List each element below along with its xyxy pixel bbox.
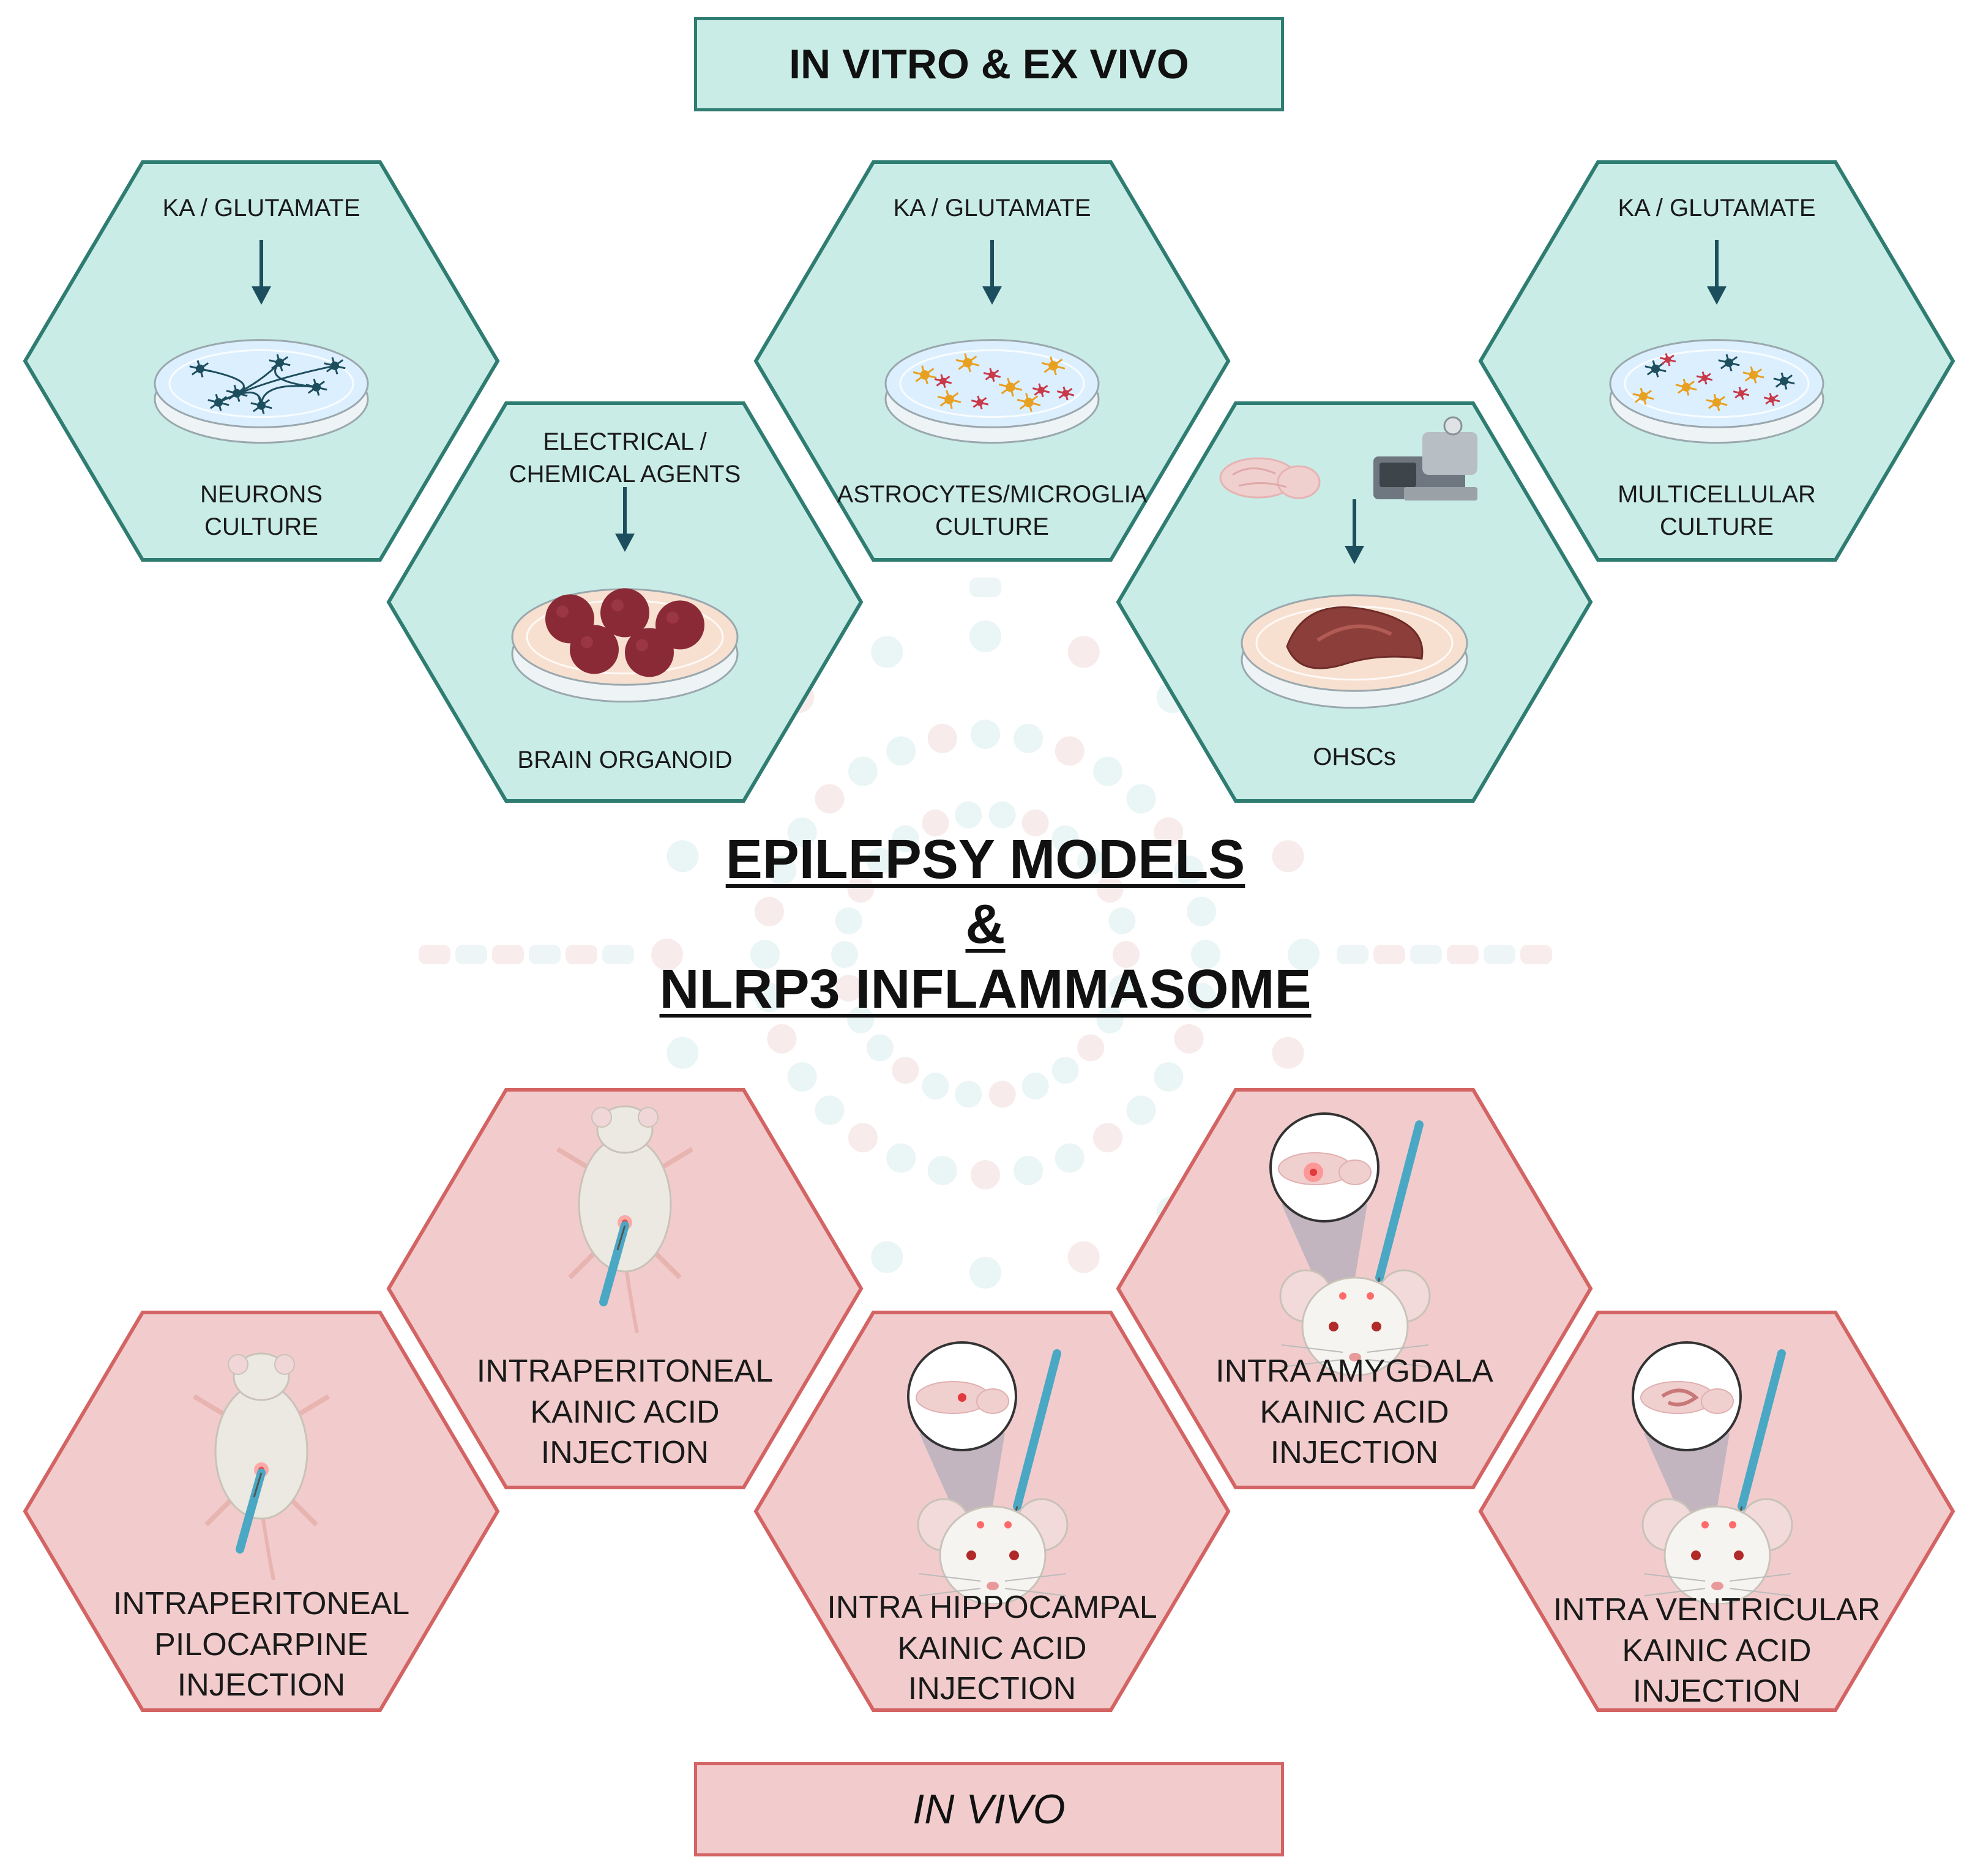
petri-dish-slice-icon: [1241, 594, 1468, 709]
label-line-3: INJECTION: [177, 1667, 346, 1703]
brain-organoid-label: BRAIN ORGANOID: [517, 746, 733, 773]
mouse-supine-syringe-icon: [192, 1352, 330, 1580]
mouse-head-injection-icon: [1632, 1341, 1793, 1604]
agent-line-1: ELECTRICAL /: [543, 428, 707, 455]
multicellular-culture-hexagon: KA / GLUTAMATE MULTICELLULAR CULTURE: [1478, 160, 1955, 562]
label-line-1: INTRA VENTRICULAR: [1553, 1592, 1881, 1628]
culture-label: ASTROCYTES/MICROGLIA CULTURE: [754, 478, 1230, 543]
vibratome-icon: [1373, 416, 1477, 501]
arrow-down-icon: [1707, 240, 1727, 305]
ohsc-hexagon: OHSCs: [1116, 401, 1593, 803]
label-line-1: MULTICELLULAR: [1618, 481, 1816, 508]
in-vivo-banner: IN VIVO: [694, 1762, 1284, 1856]
label-line-3: INJECTION: [908, 1671, 1077, 1707]
agent-label: ELECTRICAL / CHEMICAL AGENTS: [387, 426, 863, 491]
label-line-1: INTRA HIPPOCAMPAL: [827, 1590, 1157, 1625]
petri-dish-glia-icon: [884, 339, 1100, 444]
label-line-3: INJECTION: [1270, 1435, 1439, 1471]
mouse-head-injection-icon: [907, 1341, 1069, 1604]
petri-dish-organoid-icon: [511, 588, 739, 703]
label-line-1: INTRAPERITONEAL: [113, 1586, 410, 1621]
arrow-down-icon: [982, 240, 1002, 305]
main-title: EPILEPSY MODELS & NLRP3 INFLAMMASOME: [588, 827, 1383, 1022]
label-line-1: NEURONS: [200, 481, 323, 508]
arrow-down-icon: [252, 240, 271, 305]
title-line-3: NLRP3 INFLAMMASOME: [659, 959, 1312, 1021]
ip-pilocarpine-hexagon: INTRAPERITONEAL PILOCARPINE INJECTION: [23, 1311, 500, 1712]
brain-organoid-hexagon: ELECTRICAL / CHEMICAL AGENTS BRAIN ORGAN…: [386, 401, 864, 803]
label-line-2: KAINIC ACID: [1622, 1632, 1812, 1669]
culture-label: MULTICELLULAR CULTURE: [1479, 478, 1955, 543]
label-line-1: ASTROCYTES/MICROGLIA: [837, 481, 1148, 508]
astrocytes-microglia-hexagon: KA / GLUTAMATE ASTROCYTES/MICROGLIA CULT…: [753, 160, 1231, 562]
petri-dish-neurons-icon: [154, 339, 369, 444]
culture-label: NEURONS CULTURE: [23, 478, 499, 543]
model-label: INTRA HIPPOCAMPAL KAINIC ACID INJECTION: [754, 1587, 1230, 1710]
neurons-culture-hexagon: KA / GLUTAMATE NEURONS CULTURE: [23, 160, 500, 562]
mouse-supine-syringe-icon: [556, 1105, 694, 1333]
label-line-2: KAINIC ACID: [530, 1394, 720, 1430]
label-line-2: CULTURE: [935, 513, 1049, 540]
ip-kainic-acid-hexagon: INTRAPERITONEAL KAINIC ACID INJECTION: [386, 1088, 864, 1489]
label-line-2: KAINIC ACID: [897, 1630, 1087, 1666]
model-label: INTRAPERITONEAL PILOCARPINE INJECTION: [23, 1584, 499, 1706]
model-label: INTRAPERITONEAL KAINIC ACID INJECTION: [387, 1351, 863, 1473]
intra-ventricular-hexagon: INTRA VENTRICULAR KAINIC ACID INJECTION: [1478, 1311, 1955, 1712]
in-vitro-ex-vivo-banner: IN VITRO & EX VIVO: [694, 17, 1284, 111]
label-line-2: PILOCARPINE: [154, 1626, 368, 1662]
model-label: INTRA AMYGDALA KAINIC ACID INJECTION: [1116, 1351, 1592, 1473]
intra-amygdala-hexagon: INTRA AMYGDALA KAINIC ACID INJECTION: [1116, 1088, 1593, 1489]
petri-dish-multicellular-icon: [1609, 339, 1824, 444]
title-line-2: &: [965, 894, 1006, 956]
model-label: INTRA VENTRICULAR KAINIC ACID INJECTION: [1479, 1590, 1955, 1712]
agent-label: KA / GLUTAMATE: [162, 195, 360, 221]
agent-label: KA / GLUTAMATE: [893, 195, 1091, 221]
label-line-1: INTRAPERITONEAL: [476, 1353, 774, 1389]
ohsc-label: OHSCs: [1313, 743, 1396, 770]
arrow-down-icon: [1345, 499, 1364, 564]
mouse-head-injection-icon: [1269, 1112, 1431, 1375]
title-line-1: EPILEPSY MODELS: [725, 829, 1245, 890]
label-line-2: KAINIC ACID: [1260, 1394, 1449, 1430]
label-line-1: INTRA AMYGDALA: [1215, 1353, 1493, 1389]
agent-label: KA / GLUTAMATE: [1618, 195, 1816, 221]
brain-icon: [1219, 457, 1321, 499]
label-line-2: CULTURE: [1660, 513, 1774, 540]
label-line-3: INJECTION: [1632, 1673, 1801, 1710]
arrow-down-icon: [615, 487, 635, 552]
label-line-2: CULTURE: [204, 513, 318, 540]
intra-hippocampal-hexagon: INTRA HIPPOCAMPAL KAINIC ACID INJECTION: [753, 1311, 1231, 1712]
agent-line-2: CHEMICAL AGENTS: [509, 460, 741, 488]
label-line-3: INJECTION: [540, 1435, 709, 1471]
